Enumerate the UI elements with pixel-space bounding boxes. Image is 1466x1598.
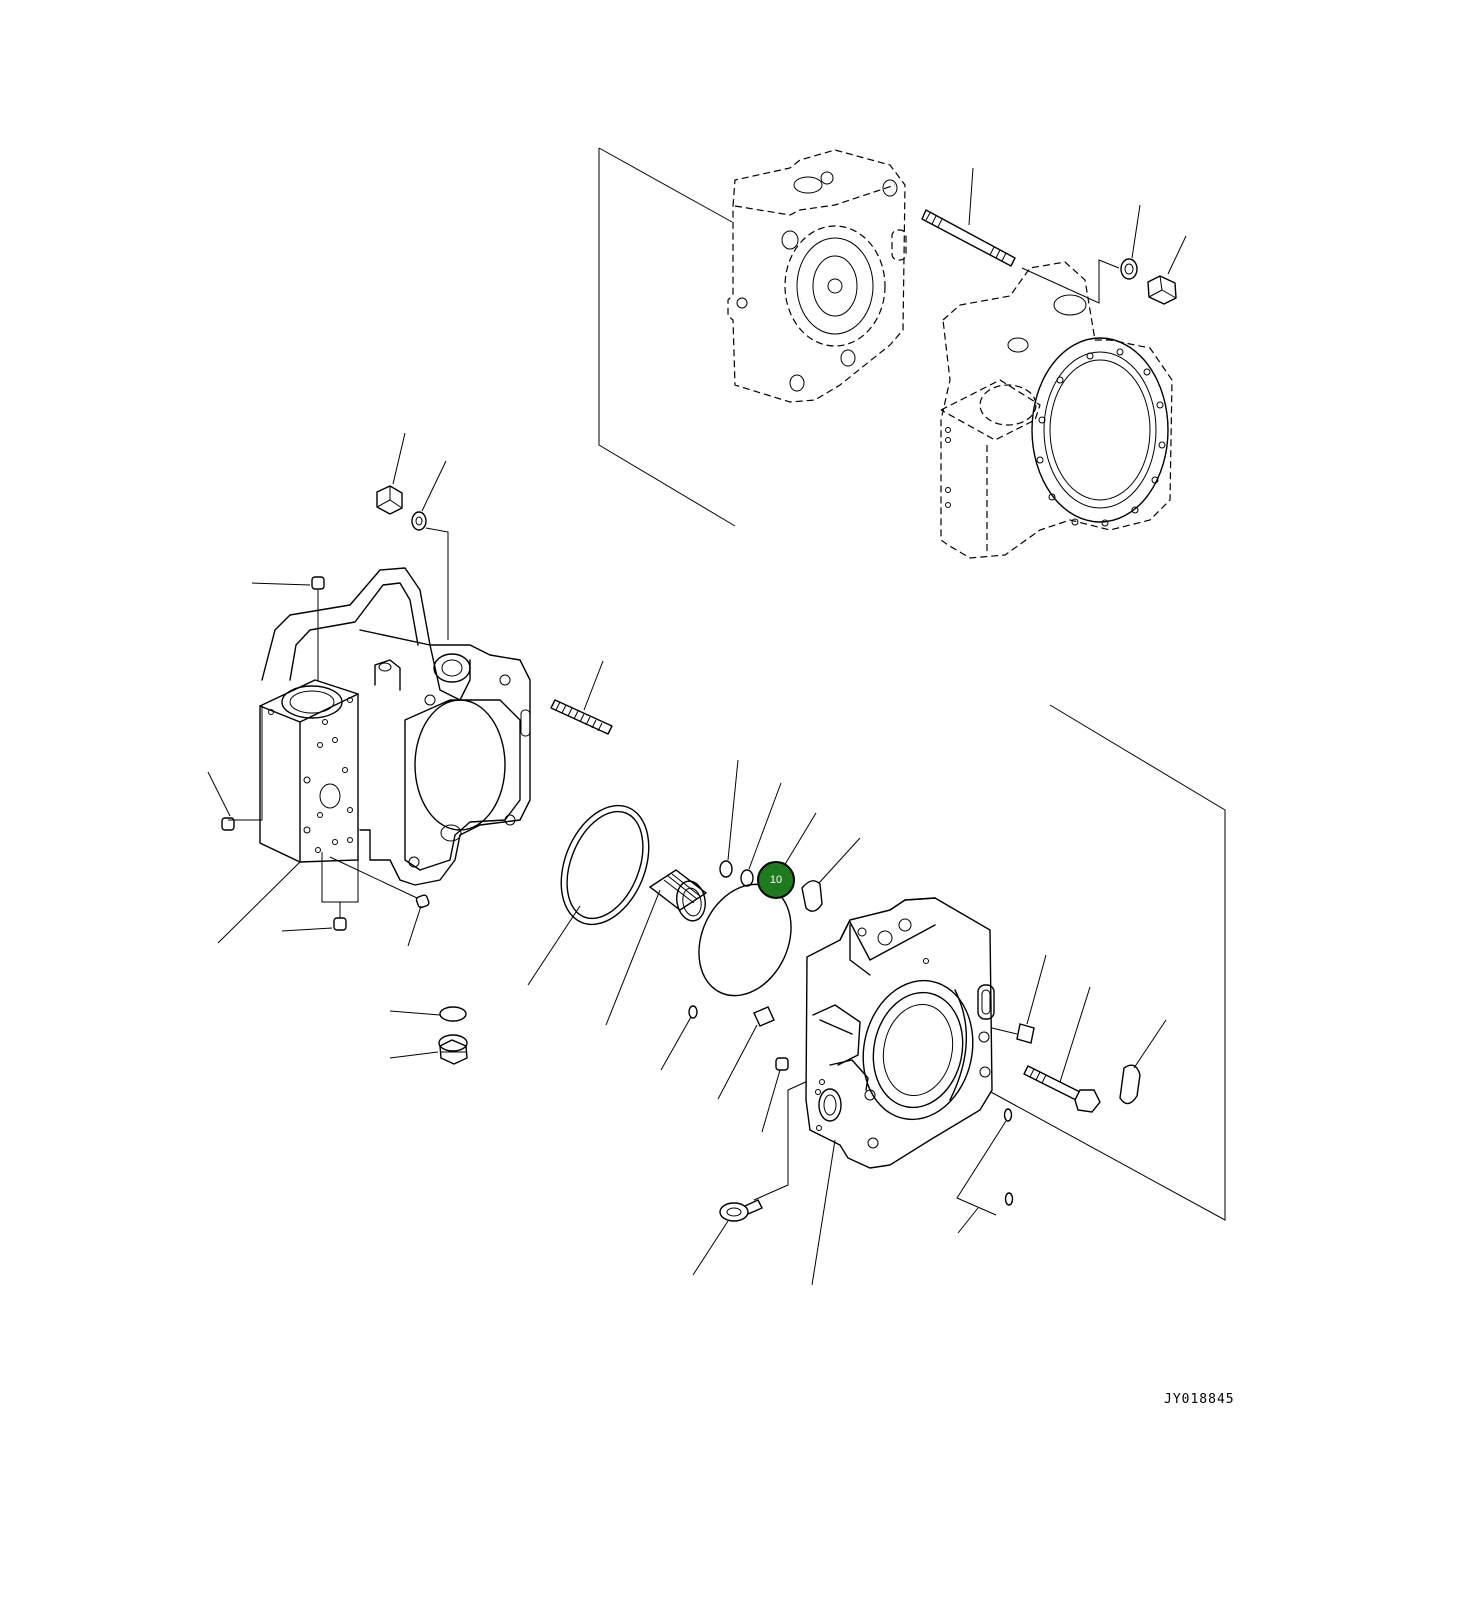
- washer-left: [411, 460, 449, 640]
- washer-upper: [1021, 204, 1141, 304]
- o-ring-small-left: [389, 1006, 467, 1022]
- bolt-right: [1023, 986, 1101, 1113]
- dowel-pin: [717, 1006, 775, 1100]
- upper-assembly-frame: [598, 147, 736, 527]
- callout-label: 10: [769, 874, 783, 886]
- plug-center: [761, 1057, 789, 1133]
- pump-head-housing: [261, 567, 531, 886]
- o-ring-10: [698, 812, 817, 997]
- eye-bolt: [692, 1079, 811, 1276]
- large-seal-ring: [527, 804, 650, 986]
- drawing-code: JY018845: [1164, 1392, 1235, 1407]
- pump-case-dashed: [940, 261, 1173, 559]
- pin-small: [660, 1005, 698, 1071]
- pin-right: [991, 954, 1047, 1044]
- end-cover: [805, 897, 995, 1286]
- stud-bolt-upper: [921, 167, 1016, 267]
- valve-block: [217, 679, 359, 944]
- o-rings-small-pair: [719, 759, 782, 887]
- nut-upper: [1147, 235, 1187, 305]
- plug-left: [207, 706, 263, 831]
- nut-left: [376, 432, 406, 515]
- needle-bearing: [605, 869, 708, 1026]
- right-assembly-frame: [904, 704, 1226, 1221]
- plugs-bottom-left: [281, 852, 430, 947]
- oval-seal: [801, 837, 861, 912]
- rear-cover-dashed: [727, 149, 907, 403]
- drain-plug: [389, 1034, 468, 1065]
- pins-lower-right: [956, 1108, 1014, 1234]
- oval-seal-right: [1119, 1019, 1167, 1105]
- stud-bolt-left: [550, 660, 613, 735]
- callout-badge-10[interactable]: 10: [757, 861, 795, 899]
